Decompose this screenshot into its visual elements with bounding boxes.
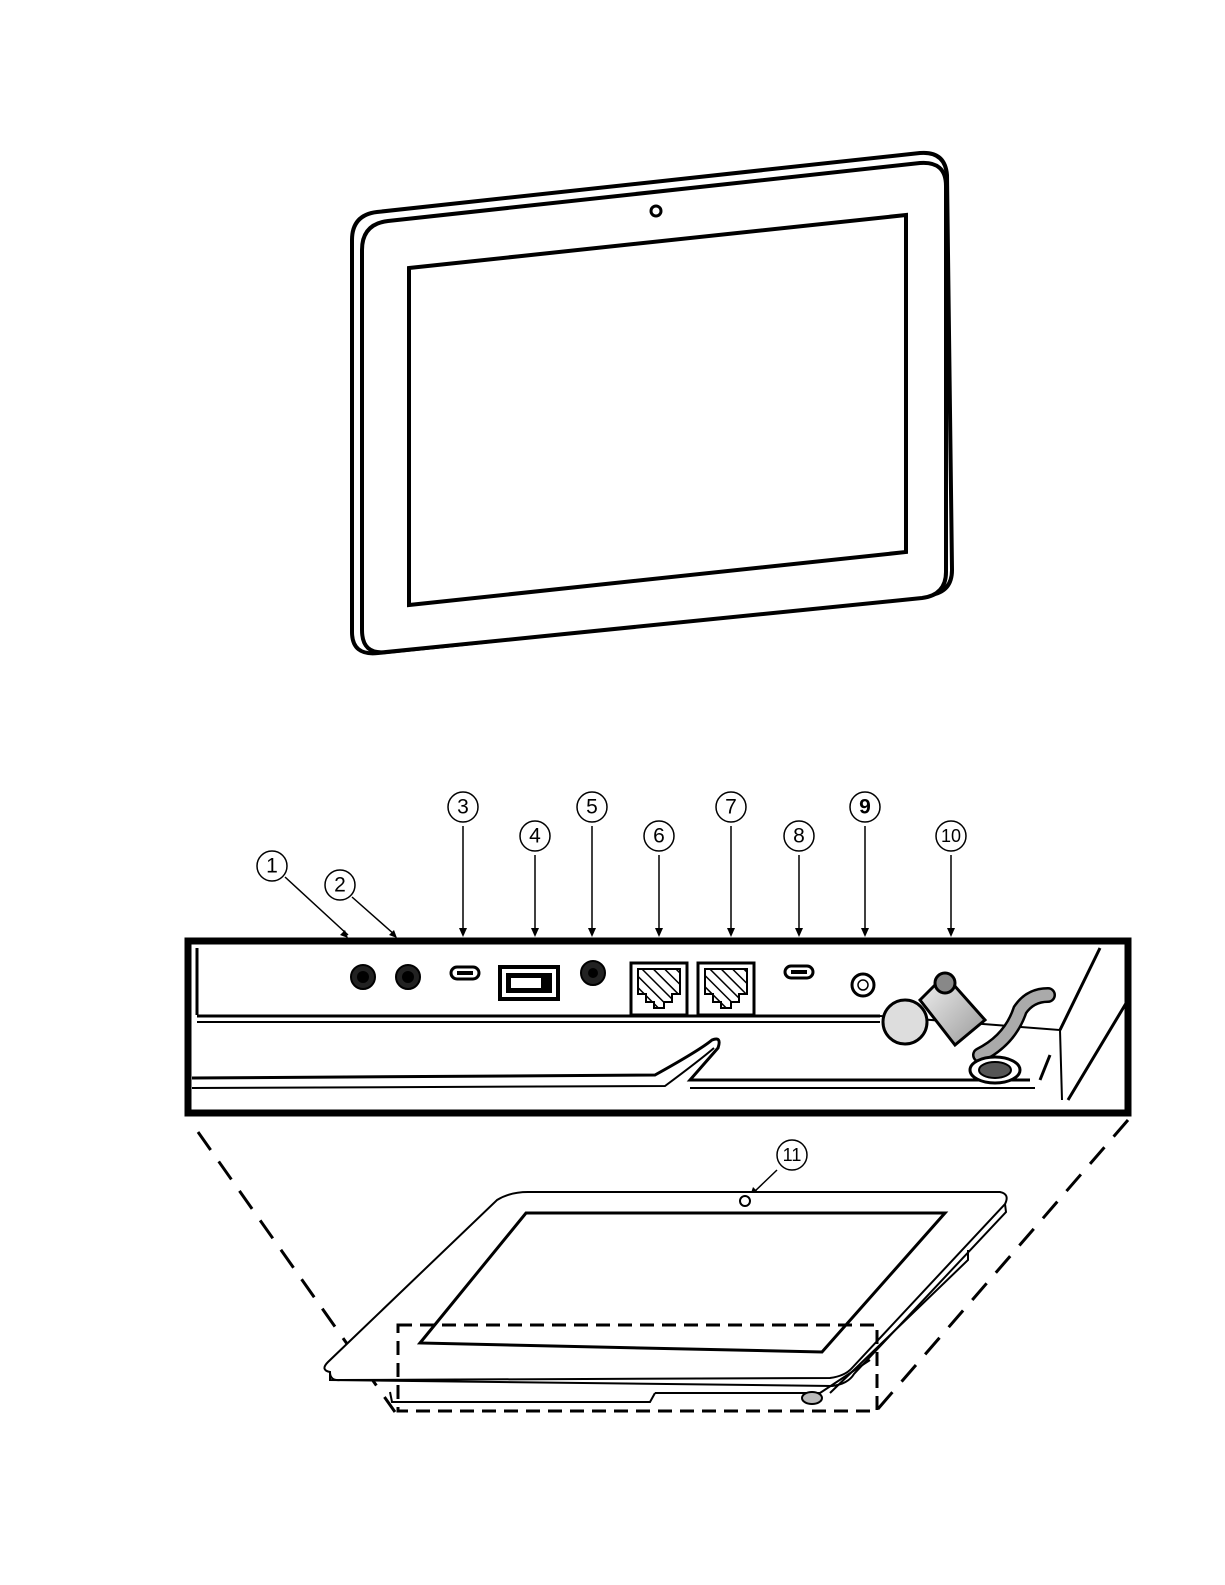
callout-3-label: 3 (457, 796, 469, 819)
callout-7-label: 7 (725, 796, 737, 819)
callout-9-label: 9 (859, 796, 871, 819)
audio-jack-2 (396, 965, 420, 989)
bottom-plug-icon (802, 1392, 822, 1404)
audio-jack-1 (351, 965, 375, 989)
callout-5: 5 (577, 792, 607, 822)
callout-8: 8 (784, 821, 814, 851)
callout-11: 11 (777, 1140, 807, 1170)
callout-3: 3 (448, 792, 478, 822)
callout-2: 2 (325, 870, 355, 900)
callout-4-label: 4 (529, 825, 541, 848)
micro-usb-port-8 (785, 966, 813, 978)
callout-6-label: 6 (653, 825, 665, 848)
reset-button-9 (852, 974, 874, 996)
tablet-front-view (352, 153, 952, 653)
angled-camera-icon (740, 1196, 750, 1206)
callout-5-label: 5 (586, 796, 598, 819)
callout-9: 9 (850, 792, 880, 822)
front-camera-icon (651, 206, 661, 216)
hdmi-port-4 (500, 967, 558, 999)
callout-8-label: 8 (793, 825, 805, 848)
callout-7: 7 (716, 792, 746, 822)
callout-4: 4 (520, 821, 550, 851)
ethernet-port-6 (631, 963, 687, 1015)
callout-10-label: 10 (941, 826, 961, 846)
callout-10: 10 (936, 821, 966, 851)
ethernet-port-7 (698, 963, 754, 1015)
callout-2-label: 2 (334, 874, 346, 897)
callout-11-label: 11 (783, 1145, 802, 1165)
dc-jack-5 (581, 961, 605, 985)
callout-6: 6 (644, 821, 674, 851)
callout-1: 1 (257, 851, 287, 881)
tablet-front-screen (409, 215, 906, 605)
callout-1-label: 1 (266, 855, 278, 878)
micro-usb-port-3 (451, 967, 479, 979)
